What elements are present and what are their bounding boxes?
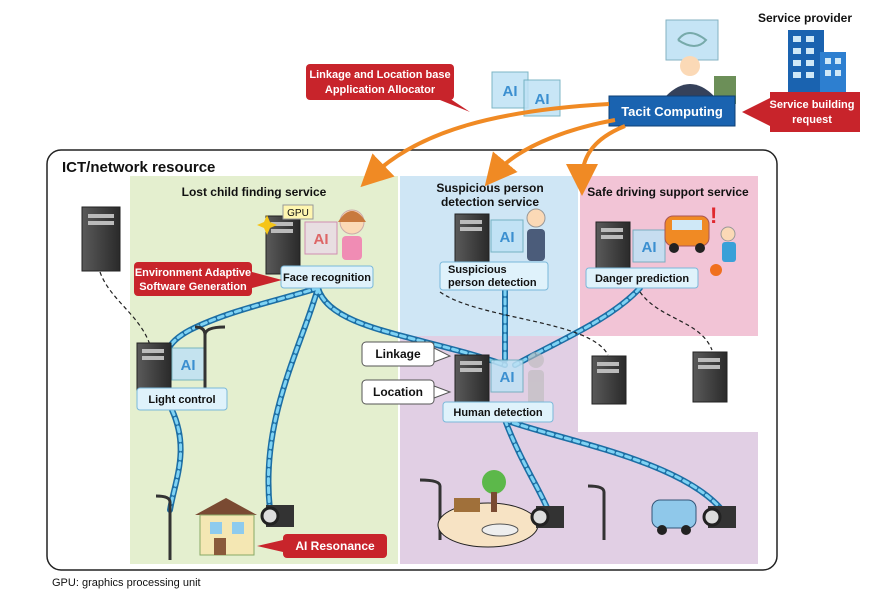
house-icon	[195, 498, 257, 556]
tacit-computing-box: Tacit Computing	[608, 95, 736, 127]
svg-text:Light control: Light control	[148, 394, 215, 406]
safe-driving-service-title: Safe driving support service	[587, 185, 749, 199]
svg-text:Linkage: Linkage	[375, 347, 421, 361]
svg-text:AI: AI	[500, 229, 515, 246]
elderly-man-icon	[526, 208, 546, 261]
svg-text:request: request	[792, 114, 832, 126]
svg-text:Application Allocator: Application Allocator	[325, 84, 436, 96]
location-tag: Location	[361, 379, 452, 405]
car-icon	[664, 215, 710, 253]
svg-text:Danger prediction: Danger prediction	[595, 273, 689, 285]
ai-chip-icon: AI	[304, 221, 338, 255]
ai-chip-icon: AI	[632, 229, 666, 263]
parked-car-icon	[651, 499, 697, 535]
svg-text:AI: AI	[500, 369, 515, 386]
svg-text:Service building: Service building	[770, 99, 855, 111]
suspicious-service-title-1: Suspicious person	[436, 181, 543, 195]
svg-text:Suspicious: Suspicious	[448, 264, 507, 276]
footnote: GPU: graphics processing unit	[52, 577, 201, 589]
service-request-arrow: Service building request	[742, 92, 860, 132]
ai-resonance-callout: AI Resonance	[257, 534, 387, 558]
svg-text:AI: AI	[535, 91, 550, 108]
svg-text:AI: AI	[314, 231, 329, 248]
camera-icon	[530, 506, 564, 528]
node-face-recognition: Face recognition	[280, 265, 374, 289]
server-icon	[692, 351, 728, 403]
running-child-icon	[710, 226, 736, 276]
ai-chip-icon: AI	[491, 71, 529, 109]
child-icon	[338, 209, 366, 260]
gpu-label: GPU	[287, 208, 309, 219]
allocator-callout: Linkage and Location base Application Al…	[306, 64, 470, 112]
warning-mark: !	[710, 203, 717, 228]
ai-chip-icon: AI	[171, 347, 205, 381]
svg-text:Human detection: Human detection	[453, 407, 543, 419]
node-danger-prediction: Danger prediction	[585, 267, 699, 289]
svg-text:person detection: person detection	[448, 277, 537, 289]
server-icon	[595, 221, 631, 273]
svg-text:Location: Location	[373, 385, 423, 399]
linkage-tag: Linkage	[361, 341, 452, 367]
area-streets	[578, 432, 758, 564]
ict-title: ICT/network resource	[62, 159, 215, 176]
server-icon	[591, 355, 627, 405]
ai-chip-icon: AI	[490, 219, 524, 253]
svg-text:Tacit Computing: Tacit Computing	[621, 104, 723, 119]
node-human-detection: Human detection	[442, 401, 554, 423]
svg-text:AI: AI	[642, 239, 657, 256]
server-icon	[136, 342, 172, 396]
svg-text:Linkage and Location base: Linkage and Location base	[309, 69, 450, 81]
svg-text:Software Generation: Software Generation	[139, 281, 247, 293]
service-provider-label: Service provider	[758, 11, 852, 25]
gpu-badge	[282, 204, 314, 220]
node-suspicious-detection: Suspicious person detection	[439, 261, 549, 291]
server-icon	[454, 213, 490, 265]
lost-child-service-title: Lost child finding service	[182, 185, 327, 199]
env-adaptive-callout: Environment Adaptive Software Generation	[134, 262, 282, 296]
camera-icon	[702, 506, 736, 528]
street-light-icon	[155, 325, 606, 560]
suspicious-service-title-2: detection service	[441, 195, 539, 209]
park-icon	[437, 470, 539, 548]
svg-text:Face recognition: Face recognition	[283, 272, 371, 284]
svg-text:AI: AI	[503, 83, 518, 100]
brain-panel-icon	[665, 19, 719, 61]
svg-text:AI: AI	[181, 357, 196, 374]
svg-text:Environment Adaptive: Environment Adaptive	[135, 267, 251, 279]
server-icon	[81, 206, 121, 272]
server-icon	[454, 354, 490, 408]
ai-chip-icon: AI	[490, 359, 524, 393]
svg-text:AI Resonance: AI Resonance	[295, 539, 375, 553]
person-silhouette-icon	[528, 352, 544, 408]
standby-links	[99, 271, 713, 356]
camera-icon	[260, 505, 294, 527]
allocation-arrows	[360, 102, 626, 196]
node-light-control: Light control	[136, 387, 228, 411]
sparkle-icon	[257, 215, 277, 235]
